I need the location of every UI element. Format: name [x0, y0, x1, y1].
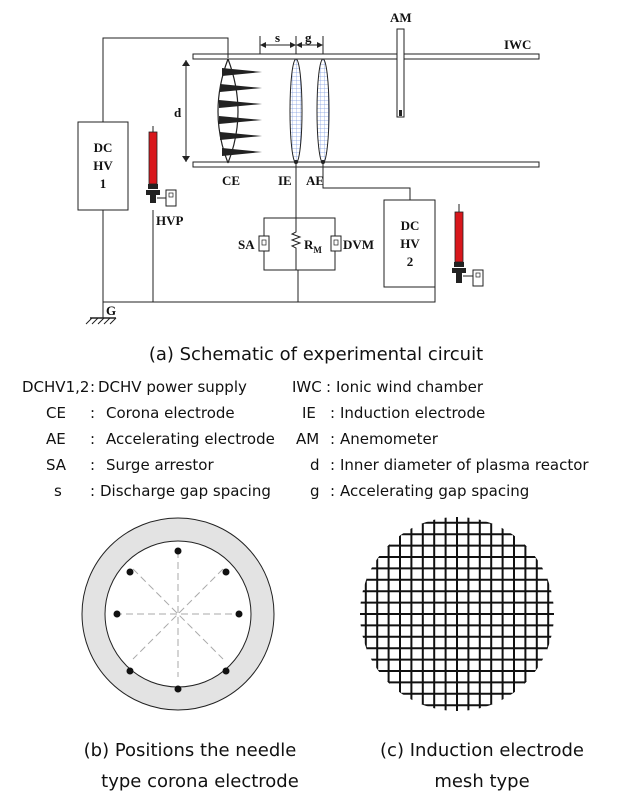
- schematic-circuit: DC HV 1 G HVP d: [77, 10, 540, 325]
- hvp-label: HVP: [156, 213, 184, 228]
- caption-b-line2: type corona electrode: [101, 771, 299, 792]
- legend-desc-ce: Corona electrode: [106, 404, 235, 422]
- legend-sep-ae: :: [90, 430, 95, 448]
- legend-abbr-iwc: IWC: [292, 378, 322, 396]
- legend-abbr-dchv: DCHV1,2: [22, 378, 89, 396]
- ae-label: AE: [306, 173, 324, 188]
- ground-label: G: [106, 303, 116, 318]
- legend-abbr-sa: SA: [46, 456, 67, 474]
- legend-sep-d: :: [330, 456, 335, 474]
- s-label: s: [275, 30, 280, 45]
- hvp-probe-icon: [146, 126, 177, 207]
- wire-ae-to-hv2: [322, 163, 411, 200]
- caption-c-line2: mesh type: [434, 771, 529, 792]
- legend-sep-s: :: [90, 482, 95, 500]
- caption-a: (a) Schematic of experimental circuit: [149, 344, 483, 365]
- legend-desc-g: Accelerating gap spacing: [340, 482, 529, 500]
- resistor-icon: [290, 218, 302, 270]
- legend-sep-iwc: :: [326, 378, 331, 396]
- ie-label: IE: [278, 173, 292, 188]
- legend-abbr-ce: CE: [46, 404, 66, 422]
- d-label: d: [174, 105, 182, 120]
- caption-b-line1: (b) Positions the needle: [84, 740, 297, 761]
- ground-symbol-icon: [85, 302, 117, 325]
- legend-sep-sa: :: [90, 456, 95, 474]
- legend-abbr-ie: IE: [302, 404, 316, 422]
- dchv2-label-line3: 2: [407, 254, 414, 269]
- legend-abbr-am: AM: [296, 430, 319, 448]
- dchv1-label-line3: 1: [100, 176, 107, 191]
- sa-label: SA: [238, 237, 255, 252]
- wire-ground: [102, 210, 436, 303]
- dchv1-box: [77, 121, 129, 211]
- legend-sep-dchv: :: [90, 378, 95, 396]
- legend-desc-sa: Surge arrestor: [106, 456, 214, 474]
- needle-positions-diagram: [81, 517, 275, 711]
- iwc-lower-wall: [192, 161, 540, 168]
- needle-guide-lines: [115, 551, 241, 677]
- diameter-dimension: [182, 60, 190, 162]
- legend-abbr-g: g: [310, 482, 320, 500]
- anemometer-icon: [396, 28, 405, 118]
- legend-abbr-d: d: [310, 456, 320, 474]
- iwc-upper-wall: [192, 53, 540, 60]
- ce-label: CE: [222, 173, 240, 188]
- dchv1-label-line1: DC: [94, 140, 113, 155]
- caption-c-line1: (c) Induction electrode: [380, 740, 584, 761]
- legend-sep-g: :: [330, 482, 335, 500]
- surge-arrestor-icon: [258, 235, 270, 252]
- wire-hv1-to-ce: [102, 37, 229, 122]
- legend-sep-ce: :: [90, 404, 95, 422]
- legend-desc-am: Anemometer: [340, 430, 439, 448]
- corona-electrode: [217, 58, 262, 164]
- dchv2-label-line1: DC: [401, 218, 420, 233]
- induction-electrode-mesh: [289, 58, 303, 164]
- dchv2-label-line2: HV: [400, 236, 420, 251]
- legend-desc-iwc: Ionic wind chamber: [336, 378, 484, 396]
- legend-sep-ie: :: [330, 404, 335, 422]
- legend-desc-ie: Induction electrode: [340, 404, 485, 422]
- spacing-dimensions: [259, 36, 324, 54]
- accelerating-electrode-mesh: [316, 58, 330, 164]
- legend-sep-am: :: [330, 430, 335, 448]
- legend-desc-ae: Accelerating electrode: [106, 430, 275, 448]
- dchv1-label-line2: HV: [93, 158, 113, 173]
- rm-label: RM: [304, 237, 322, 255]
- g-label: g: [305, 30, 312, 45]
- legend-abbr-ae: AE: [46, 430, 66, 448]
- dvm-label: DVM: [343, 237, 374, 252]
- legend-desc-s: Discharge gap spacing: [100, 482, 271, 500]
- hvp-probe-2-icon: [452, 204, 484, 287]
- am-label: AM: [390, 10, 412, 25]
- needle-points: [113, 547, 243, 693]
- legend-desc-d: Inner diameter of plasma reactor: [340, 456, 589, 474]
- iwc-label: IWC: [504, 37, 531, 52]
- dchv2-box: [383, 199, 436, 288]
- dvm-icon: [330, 235, 342, 252]
- measurement-network: [263, 217, 336, 271]
- legend: DCHV1,2 : DCHV power supply IWC : Ionic …: [22, 378, 589, 500]
- legend-desc-dchv: DCHV power supply: [98, 378, 247, 396]
- legend-abbr-s: s: [54, 482, 62, 500]
- induction-mesh-diagram: [360, 517, 554, 711]
